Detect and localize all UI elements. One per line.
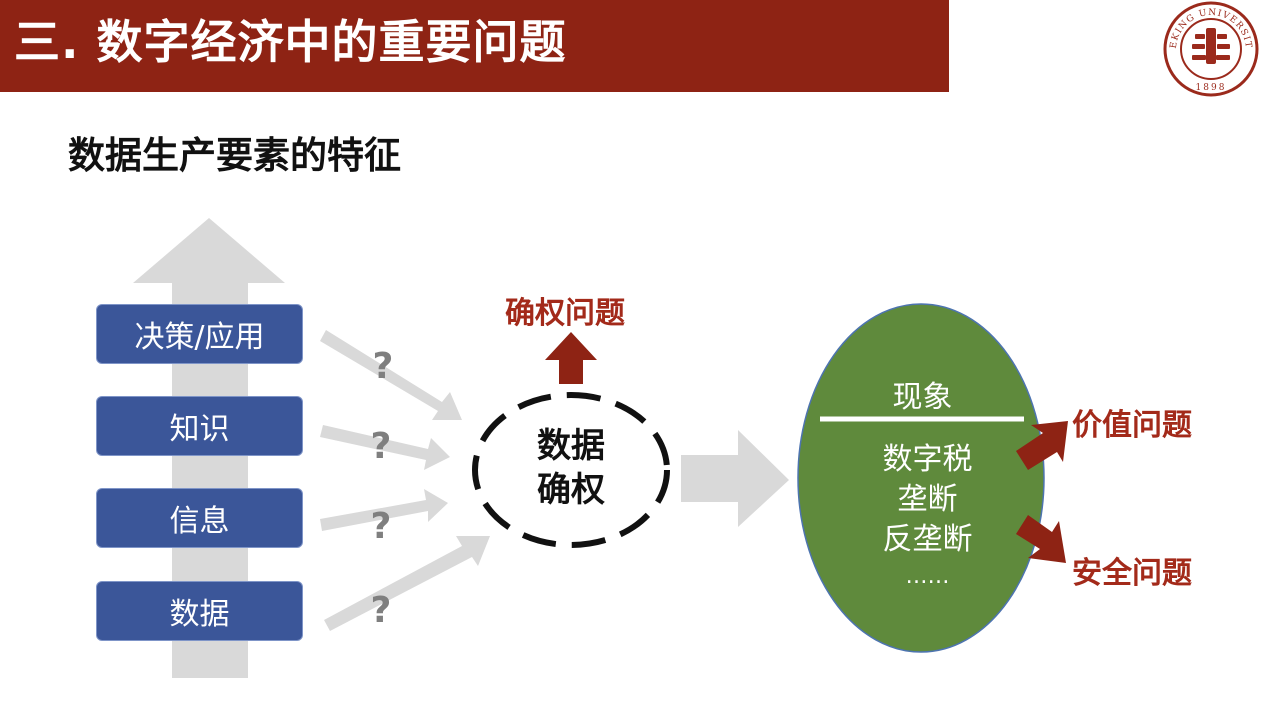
level-box-knowledge: 知识: [96, 396, 303, 456]
input-arrows: [320, 330, 490, 631]
question-mark-3: ?: [370, 506, 392, 547]
value-issue-label: 价值问题: [1072, 408, 1192, 443]
question-mark-1: ?: [372, 346, 394, 387]
arrow-from-knowledge: [320, 425, 450, 470]
data-rights-line-1: 数据: [537, 426, 605, 466]
value-issue-arrow: [1016, 421, 1068, 470]
phenomena-item-digital-tax: 数字税: [882, 442, 973, 477]
level-box-data: 数据: [96, 581, 303, 641]
phenomena-item-monopoly: 垄断: [897, 482, 958, 517]
arrow-from-information: [320, 489, 448, 531]
security-issue-arrow: [1016, 515, 1066, 563]
page-title: 三. 数字经济中的重要问题: [14, 15, 567, 69]
phenomena-title: 现象: [892, 380, 953, 415]
output-arrow: [681, 430, 789, 527]
arrow-from-data: [324, 536, 490, 631]
question-mark-2: ?: [370, 426, 392, 467]
security-issue-label: 安全问题: [1072, 556, 1192, 591]
rights-issue-arrow: [545, 332, 597, 384]
data-rights-label: 数据 确权: [508, 424, 634, 512]
level-box-decision: 决策/应用: [96, 304, 303, 364]
peking-university-logo: PEKING UNIVERSITY 1898: [1162, 0, 1259, 97]
section-subtitle: 数据生产要素的特征: [68, 134, 401, 177]
header-bar: [0, 0, 949, 92]
phenomena-list: 数字税 垄断 反垄断 ……: [820, 440, 1035, 594]
level-box-information: 信息: [96, 488, 303, 548]
logo-year: 1898: [1196, 83, 1227, 93]
data-rights-dashed-circle: [472, 392, 670, 548]
question-mark-4: ?: [370, 590, 392, 631]
rights-issue-label: 确权问题: [505, 296, 625, 331]
arrow-from-decision: [320, 330, 462, 420]
data-rights-line-2: 确权: [537, 470, 605, 510]
phenomena-ellipse: [797, 303, 1045, 653]
phenomena-item-ellipsis: ……: [905, 564, 950, 589]
phenomena-item-antitrust: 反垄断: [882, 522, 973, 557]
